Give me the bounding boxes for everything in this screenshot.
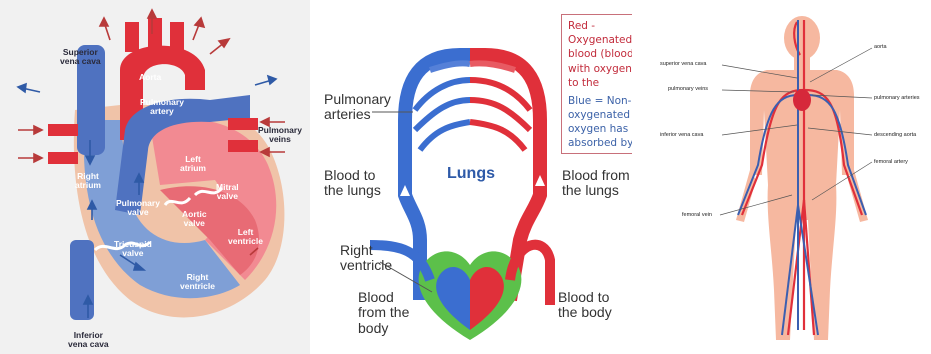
label-aortic-valve: Aortic valve	[182, 210, 207, 229]
label-left-atrium: Left atrium	[180, 155, 206, 174]
pulmonary-vein-left-lower	[48, 152, 78, 164]
label-body-inferior-vena-cava: inferior vena cava	[660, 132, 703, 138]
label-blood-from-lungs: Blood from the lungs	[562, 168, 630, 199]
heart-diagram-panel: Superior vena cava Aorta Pulmonary arter…	[0, 0, 310, 354]
lung-capillaries	[415, 63, 530, 150]
circulation-diagram-panel: Pulmonary arteries Blood to the lungs Lu…	[310, 0, 632, 354]
label-right-ventricle: Right ventricle	[180, 273, 215, 292]
label-body-femoral-artery: femoral artery	[874, 159, 908, 165]
label-body-superior-vena-cava: superior vena cava	[660, 61, 706, 67]
label-blood-to-body: Blood to the body	[558, 290, 612, 321]
label-pulmonary-artery: Pulmonary artery	[140, 98, 184, 117]
label-left-ventricle: Left ventricle	[228, 228, 263, 247]
human-body-illustration	[632, 0, 931, 354]
label-lungs: Lungs	[447, 165, 495, 183]
label-blood-to-lungs: Blood to the lungs	[324, 168, 381, 199]
label-superior-vena-cava: Superior vena cava	[60, 48, 101, 67]
color-legend-box: Red - Oxygenated blood (blood with oxyge…	[561, 14, 632, 154]
pulmonary-vein-left-upper	[48, 124, 78, 136]
label-blood-from-body: Blood from the body	[358, 290, 409, 336]
label-right-atrium: Right atrium	[75, 172, 101, 191]
label-mitral-valve: Mitral valve	[216, 183, 239, 202]
label-aorta: Aorta	[139, 73, 161, 82]
pulmonary-vein-upper	[228, 118, 258, 130]
inferior-vena-cava	[70, 240, 94, 320]
legend-blue-text: Blue = Non-oxygenated oxygen has absorbe…	[568, 94, 632, 151]
label-body-pulmonary-arteries: pulmonary arteries	[874, 95, 920, 101]
body-circulation-panel: superior vena cava pulmonary veins infer…	[632, 0, 931, 354]
label-pulmonary-arteries: Pulmonary arteries	[324, 92, 391, 123]
heart-illustration	[0, 0, 310, 354]
label-tricuspid-valve: Tricuspid valve	[114, 240, 152, 259]
legend-red-text: Red - Oxygenated blood (blood with oxyge…	[568, 19, 632, 90]
label-inferior-vena-cava: Inferior vena cava	[68, 331, 109, 350]
label-body-pulmonary-veins: pulmonary veins	[668, 86, 708, 92]
label-right-ventricle-circ: Right ventricle	[340, 243, 392, 274]
label-body-aorta: aorta	[874, 44, 887, 50]
label-pulmonary-valve: Pulmonary valve	[116, 199, 160, 218]
pulmonary-vein-lower	[228, 140, 258, 152]
label-body-descending-aorta: descending aorta	[874, 132, 916, 138]
heart-organ	[793, 89, 811, 111]
label-body-femoral-vein: femoral vein	[682, 212, 712, 218]
label-pulmonary-veins: Pulmonary veins	[258, 126, 302, 145]
